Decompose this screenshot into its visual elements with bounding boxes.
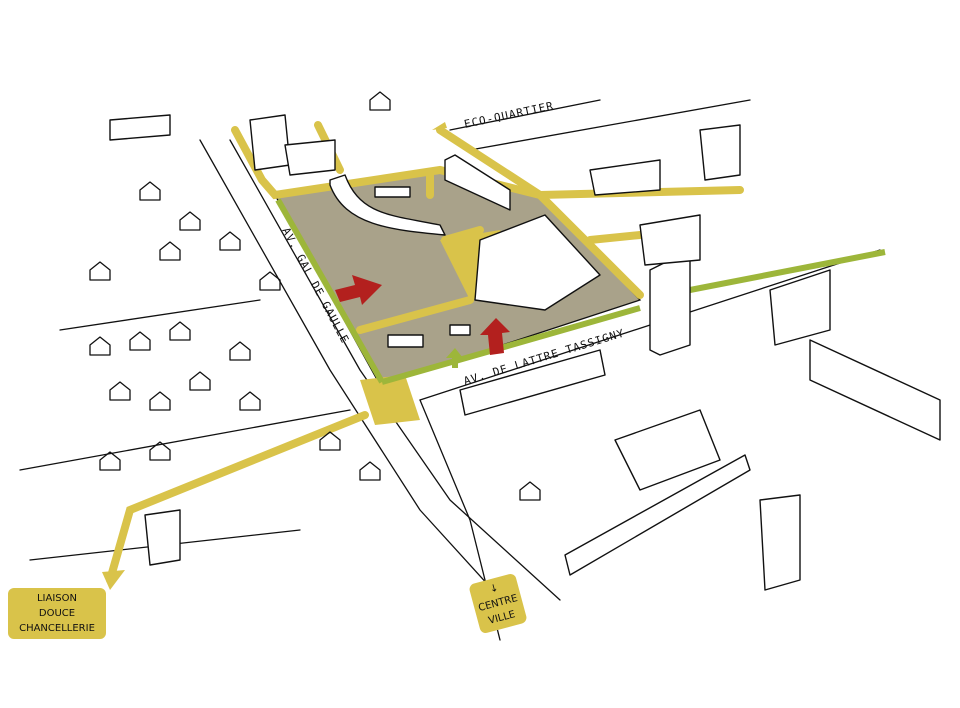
tag-line: CHANCELLERIE [19, 623, 95, 634]
surrounding-buildings [109, 114, 941, 591]
small-building [374, 186, 411, 198]
small-building [449, 324, 471, 336]
large-building [474, 214, 601, 311]
crossing-plaza [360, 375, 420, 425]
tag-line: LIAISON [36, 593, 77, 604]
red-arrow-east [335, 275, 382, 305]
green-arrow-north [446, 348, 463, 368]
tag-line: DOUCE [38, 608, 76, 619]
yellow-arrow-nw [432, 122, 447, 130]
small-building [387, 334, 424, 348]
label-eco-quartier: ECO-QUARTIER [463, 99, 555, 131]
red-arrow-north [480, 318, 510, 355]
green-edges [275, 198, 886, 385]
bar-building [444, 154, 511, 211]
houses [89, 91, 541, 501]
curved-building [329, 174, 446, 236]
yellow-arrow-sw [102, 570, 125, 590]
liaison-douce-tag: LIAISON DOUCE CHANCELLERIE [8, 588, 106, 639]
